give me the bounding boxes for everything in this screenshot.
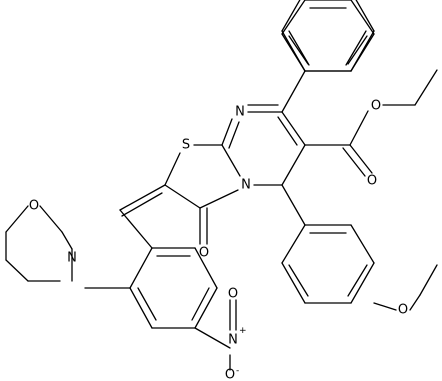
bond	[288, 30, 310, 66]
nitrophenyl-ring	[119, 209, 218, 329]
bond	[373, 302, 397, 311]
bond	[350, 0, 375, 35]
bond	[228, 121, 240, 149]
bond	[221, 118, 233, 146]
atom-o-morpholine: O	[29, 199, 39, 214]
phenyl-ring-visible	[281, 0, 375, 72]
bond	[281, 224, 306, 264]
bond	[5, 205, 29, 233]
thiazole-ring	[164, 144, 239, 209]
keto-group	[199, 207, 208, 245]
bond	[39, 205, 63, 233]
exocyclic-double-bond	[119, 184, 166, 217]
bond	[121, 192, 163, 217]
atom-n-pyrimidine: N	[235, 105, 245, 120]
bond	[347, 35, 368, 65]
bond	[194, 247, 218, 289]
atom-n-ring: N	[241, 178, 251, 193]
bond	[281, 70, 306, 113]
ethyl-ester	[304, 69, 438, 177]
pyrimidine-ring	[221, 70, 306, 186]
bond	[137, 287, 157, 321]
bond	[419, 264, 438, 296]
bond	[277, 116, 298, 146]
bond	[194, 287, 218, 329]
atom-n-nitro: N	[228, 333, 238, 348]
bond	[129, 287, 153, 329]
atom-s-thiazole: S	[182, 138, 190, 153]
ethoxyphenyl-ring	[281, 184, 438, 311]
atom-o-nitro-down: O	[225, 368, 235, 381]
atom-o-keto: O	[199, 246, 209, 261]
bond	[164, 152, 181, 186]
bond	[350, 262, 375, 304]
bond	[281, 33, 306, 72]
nitro-n-charge: +	[239, 326, 247, 336]
bond	[221, 144, 241, 177]
nitro-o-charge: -	[236, 366, 239, 376]
phenyl-ring	[281, 0, 375, 72]
bond	[191, 287, 210, 321]
atom-o-ester-carbonyl: O	[367, 174, 377, 189]
bond	[281, 111, 306, 146]
bond	[355, 0, 375, 32]
atom-o-ethoxy: O	[398, 303, 408, 318]
bond	[119, 209, 153, 249]
bond	[288, 35, 309, 65]
bond	[342, 147, 366, 177]
atom-labels: N S N O O O O N O N + O O -	[29, 99, 408, 381]
bond	[414, 69, 438, 106]
bond	[281, 262, 306, 304]
bond	[119, 184, 166, 211]
bond	[281, 184, 306, 226]
bond	[409, 294, 421, 311]
bond	[347, 264, 368, 297]
morpholine	[5, 205, 131, 289]
bond	[281, 144, 306, 186]
bond	[349, 110, 369, 146]
bond	[281, 0, 301, 32]
atom-o-nitro-up: O	[228, 287, 238, 302]
bond	[5, 259, 29, 282]
atom-n-morpholine: N	[67, 251, 77, 266]
bond	[281, 0, 306, 35]
bond	[194, 327, 231, 349]
bond	[350, 224, 375, 264]
bond	[350, 33, 375, 72]
bond	[61, 231, 73, 250]
bond	[164, 184, 201, 209]
bond	[288, 264, 309, 297]
bond	[345, 30, 367, 66]
bond	[349, 144, 373, 174]
atom-o-ester-ether: O	[371, 99, 381, 114]
bond	[129, 247, 153, 289]
bond	[199, 189, 239, 209]
nitro-group	[194, 299, 237, 371]
